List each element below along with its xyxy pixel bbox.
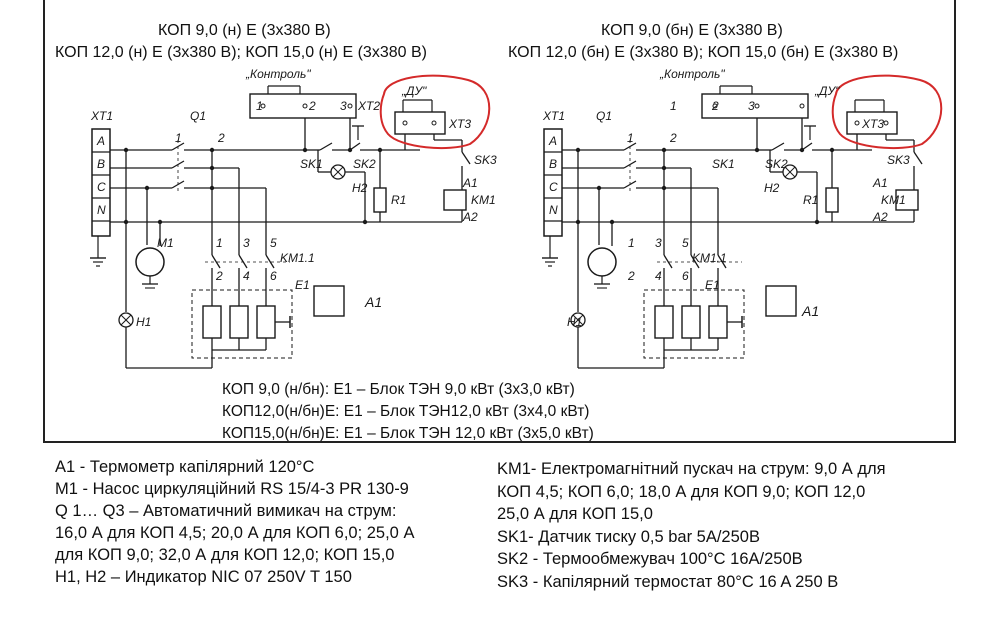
km-terminal6-right: 6 — [682, 269, 689, 283]
q1-label-right: Q1 — [596, 109, 612, 123]
xt2-label-left: XT2 — [357, 99, 380, 113]
km-terminal3-left: 3 — [243, 236, 250, 250]
legend-right-item: KM1- Електромагнітний пускач на струм: 9… — [497, 460, 886, 478]
legend-right-item: 25,0 А для КОП 15,0 — [497, 505, 653, 523]
sk1-label-right: SK1 — [712, 157, 735, 171]
xt2-pin3-right: 3 — [748, 99, 755, 113]
terminal-n-label-left: N — [97, 203, 106, 217]
km11-label-right: KM1.1 — [692, 251, 727, 265]
sk1-label-left: SK1 — [300, 157, 323, 171]
km1-label-right: KM1 — [881, 193, 906, 207]
terminal-c-label-right: C — [549, 180, 558, 194]
km-terminal5-left: 5 — [270, 236, 277, 250]
legend-right-item: КОП 4,5; КОП 6,0; 18,0 А для КОП 9,0; КО… — [497, 482, 866, 501]
terminal-a-label-right: A — [548, 134, 557, 148]
legend-right-item: SK2 - Термообмежувач 100°C 16A/250B — [497, 550, 803, 568]
sk2-label-left: SK2 — [353, 157, 376, 171]
h1-label-left: H1 — [136, 315, 151, 329]
xt1-label-right: XT1 — [542, 109, 565, 123]
q1-terminal1-left: 1 — [175, 131, 182, 145]
km11-label-left: KM1.1 — [280, 251, 315, 265]
a2-coil-label-left: A2 — [462, 210, 478, 224]
xt2-pin3-left: 3 — [340, 99, 347, 113]
xt2-pin2-right: 2 — [711, 99, 719, 113]
a1-thermometer-label-right: A1 — [801, 303, 819, 319]
q1-terminal2-right: 2 — [669, 131, 677, 145]
m1-label-left: M1 — [157, 236, 174, 250]
r1-label-left: R1 — [391, 193, 406, 207]
caption-line3: КОП15,0(н/бн)Е: Е1 – Блок ТЭН 12,0 кВт (… — [222, 425, 594, 441]
h2-label-left: H2 — [352, 181, 368, 195]
e1-label-right: E1 — [705, 278, 720, 292]
xt3-label-left: XT3 — [448, 117, 471, 131]
caption-line2: КОП12,0(н/бн)Е: Е1 – Блок ТЭН12,0 кВт (3… — [222, 403, 590, 420]
km-terminal2-left: 2 — [215, 269, 223, 283]
km-terminal3-right: 3 — [655, 236, 662, 250]
xt1-label-left: XT1 — [90, 109, 113, 123]
xt2-pin1-right: 1 — [670, 99, 677, 113]
left-header-line2: КОП 12,0 (н) Е (3х380 В); КОП 15,0 (н) Е… — [55, 44, 427, 61]
legend-left-item: 16,0 А для КОП 4,5; 20,0 А для КОП 6,0; … — [55, 524, 415, 542]
h1-label-right: H1 — [567, 315, 582, 329]
legend-left-item: для КОП 9,0; 32,0 А для КОП 12,0; КОП 15… — [55, 546, 395, 564]
legend-left-item: A1 - Термометр капілярний 120°C — [55, 458, 315, 476]
xt2-pin2-left: 2 — [308, 99, 316, 113]
xt2-pin1-left: 1 — [256, 99, 263, 113]
sk3-label-left: SK3 — [474, 153, 497, 167]
sk2-label-right: SK2 — [765, 157, 788, 171]
du-label-right: „ДУ" — [814, 84, 840, 98]
terminal-n-label-right: N — [549, 203, 558, 217]
right-header-line2: КОП 12,0 (бн) Е (3х380 В); КОП 15,0 (бн)… — [508, 44, 899, 61]
km1-label-left: KM1 — [471, 193, 496, 207]
q1-terminal1-right: 1 — [627, 131, 634, 145]
h2-label-right: H2 — [764, 181, 780, 195]
schematic-sheet-frame — [43, 0, 956, 443]
a1-thermometer-label-left: A1 — [364, 294, 382, 310]
km-terminal1-left: 1 — [216, 236, 223, 250]
kontrol-label-left: „Контроль" — [245, 67, 311, 81]
caption-line1: КОП 9,0 (н/бн): Е1 – Блок ТЭН 9,0 кВт (3… — [222, 381, 575, 398]
terminal-b-label-right: B — [549, 157, 557, 171]
km-terminal6-left: 6 — [270, 269, 277, 283]
du-label-left: „ДУ" — [401, 84, 427, 98]
r1-label-right: R1 — [803, 193, 818, 207]
right-header-line1: КОП 9,0 (бн) Е (3х380 В) — [601, 22, 783, 39]
a2-coil-label-right: A2 — [872, 210, 888, 224]
km-terminal2-right: 2 — [627, 269, 635, 283]
km-terminal4-right: 4 — [655, 269, 662, 283]
terminal-a-label-left: A — [96, 134, 105, 148]
xt3-label-right: XT3 — [861, 117, 884, 131]
legend-right-item: SK1- Датчик тиску 0,5 bar 5A/250B — [497, 527, 760, 546]
q1-terminal2-left: 2 — [217, 131, 225, 145]
legend-left-item: Q 1… Q3 – Автоматичний вимикач на струм: — [55, 502, 397, 520]
km-terminal4-left: 4 — [243, 269, 250, 283]
legend-left-item: H1, H2 – Индикатор NIC 07 250V T 150 — [55, 568, 352, 586]
q1-label-left: Q1 — [190, 109, 206, 123]
km-terminal5-right: 5 — [682, 236, 689, 250]
terminal-b-label-left: B — [97, 157, 105, 171]
legend-left-item: M1 - Насос циркуляційний RS 15/4-3 PR 13… — [55, 480, 409, 498]
km-terminal1-right: 1 — [628, 236, 635, 250]
kontrol-label-right: „Контроль" — [659, 67, 725, 81]
legend-right: KM1- Електромагнітний пускач на струм: 9… — [497, 458, 886, 593]
e1-label-left: E1 — [295, 278, 310, 292]
a1-coil-label-right: A1 — [872, 176, 888, 190]
a1-coil-label-left: A1 — [462, 176, 478, 190]
legend-left: A1 - Термометр капілярний 120°C M1 - Нас… — [55, 456, 414, 588]
sk3-label-right: SK3 — [887, 153, 910, 167]
legend-right-item: SK3 - Капілярний термостат 80°C 16 A 250… — [497, 572, 839, 591]
left-header-line1: КОП 9,0 (н) Е (3х380 В) — [158, 22, 331, 39]
terminal-c-label-left: C — [97, 180, 106, 194]
